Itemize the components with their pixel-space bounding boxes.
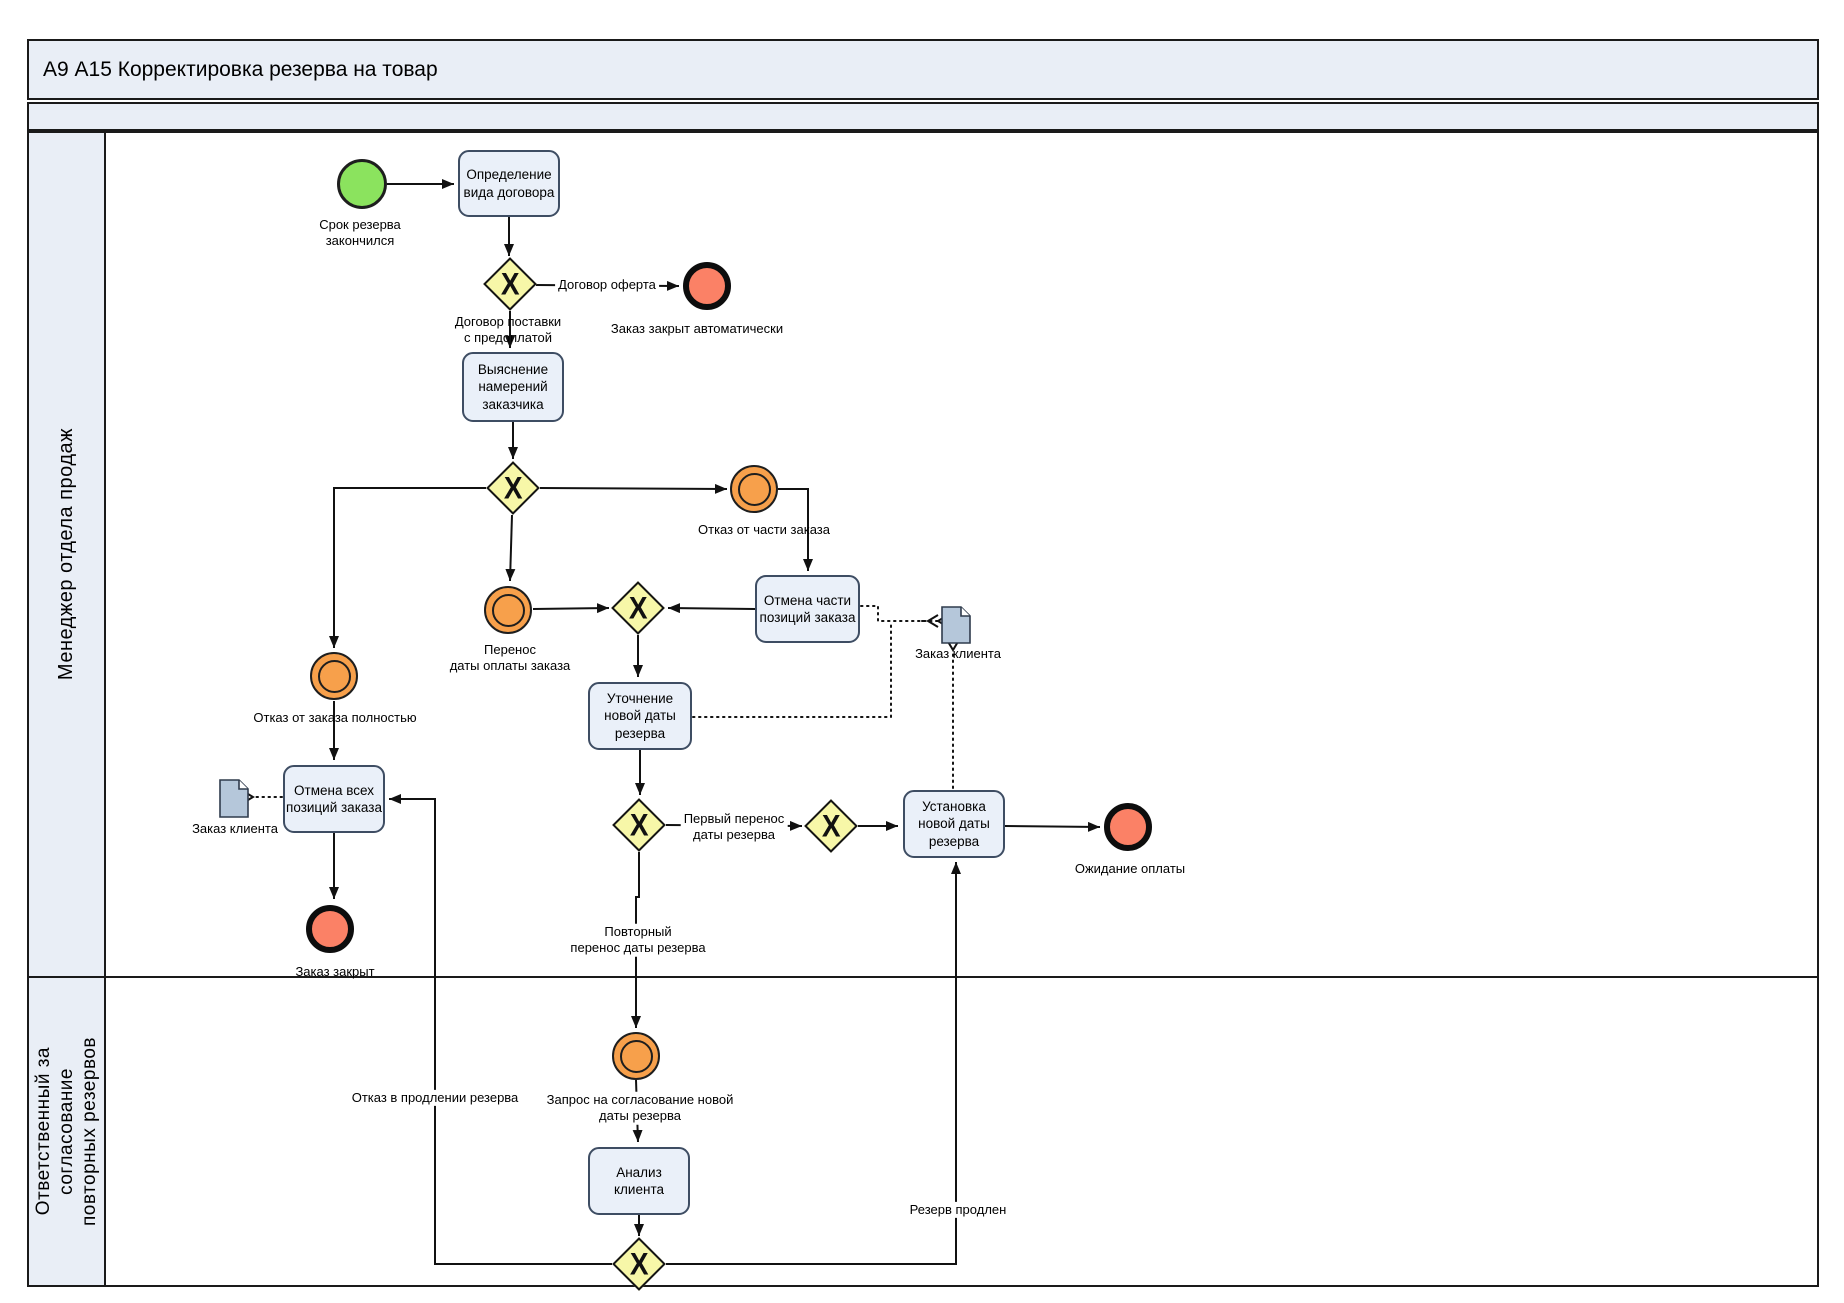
label-doc-left: Заказ клиента bbox=[192, 820, 278, 836]
gateway-x-symbol: X bbox=[628, 590, 648, 625]
label-part-refuse: Отказ от части заказа bbox=[698, 521, 830, 537]
pool-subheader-band bbox=[27, 102, 1819, 131]
lane-reserve-approver: Ответственный за согласование повторных … bbox=[27, 976, 1819, 1287]
label-order-closed: Заказ закрыт bbox=[295, 963, 375, 979]
gateway-x-symbol: X bbox=[821, 808, 841, 843]
lane-reserve-approver-label: Ответственный за согласование повторных … bbox=[29, 978, 106, 1285]
gateway-x-symbol: X bbox=[629, 1246, 649, 1281]
document-client-order-left[interactable] bbox=[219, 779, 249, 823]
flow-part-refuse-to-cancel-part bbox=[778, 488, 813, 571]
start-event-reserve-expired[interactable] bbox=[337, 159, 387, 209]
task-cancel-part-positions[interactable]: Отмена части позиций заказа bbox=[755, 575, 860, 643]
flow-gw6-prolonged-to-set-date bbox=[666, 862, 961, 1265]
task-clarify-new-date[interactable]: Уточнение новой даты резерва bbox=[588, 682, 692, 750]
assoc-cancel-part-to-doc bbox=[860, 605, 949, 628]
intermediate-event-part-refuse[interactable] bbox=[730, 465, 778, 513]
label-repeat-move: Повторный перенос даты резерва bbox=[567, 923, 709, 957]
document-client-order-right[interactable] bbox=[941, 606, 971, 649]
event-ring bbox=[491, 593, 525, 627]
end-event-wait-payment[interactable] bbox=[1104, 803, 1152, 851]
event-ring bbox=[317, 659, 351, 693]
lane-sales-manager-label: Менеджер отдела продаж bbox=[29, 133, 106, 976]
document-icon bbox=[941, 606, 971, 644]
document-icon bbox=[219, 779, 249, 818]
label-postpone-payment: Перенос даты оплаты заказа bbox=[449, 641, 571, 673]
label-doc-right: Заказ клиента bbox=[915, 645, 1001, 661]
flow-cancel-part-to-gw3 bbox=[667, 603, 756, 614]
flow-gw4-to-request bbox=[631, 852, 641, 1028]
task-set-new-date[interactable]: Установка новой даты резерва bbox=[903, 790, 1005, 858]
label-refuse-prolong: Отказ в продлении резерва bbox=[348, 1089, 522, 1107]
flow-postpone-to-gw3 bbox=[532, 603, 610, 614]
flow-set-date-to-wait bbox=[1004, 821, 1101, 832]
label-end-auto: Заказ закрыт автоматически bbox=[610, 320, 784, 336]
label-reserve-prolonged: Резерв продлен bbox=[906, 1201, 1010, 1219]
intermediate-event-approval-request[interactable] bbox=[612, 1032, 660, 1080]
intermediate-event-postpone-payment[interactable] bbox=[484, 586, 532, 634]
gateway-x-symbol: X bbox=[503, 470, 523, 505]
flow-gw2-to-part-refuse bbox=[539, 483, 728, 494]
gateway-x-symbol: X bbox=[629, 807, 649, 842]
end-event-order-closed[interactable] bbox=[306, 905, 354, 953]
event-ring bbox=[619, 1039, 653, 1073]
label-wait-payment: Ожидание оплаты bbox=[1074, 860, 1186, 876]
task-define-contract-type[interactable]: Определение вида договора bbox=[458, 150, 560, 217]
event-ring bbox=[737, 472, 771, 506]
task-cancel-all-positions[interactable]: Отмена всех позиций заказа bbox=[283, 765, 385, 833]
label-offer-contract: Договор оферта bbox=[555, 276, 659, 294]
pool-title-bar: А9 А15 Корректировка резерва на товар bbox=[27, 39, 1819, 100]
flow-gw6-refuse-to-cancel-all bbox=[389, 794, 612, 1265]
intermediate-event-full-refuse[interactable] bbox=[310, 652, 358, 700]
gateway-x-symbol: X bbox=[500, 266, 520, 301]
assoc-clarify-date-to-doc bbox=[692, 623, 892, 718]
flow-gw2-to-full-refuse bbox=[329, 487, 486, 648]
label-approval-request: Запрос на согласование новой даты резерв… bbox=[543, 1091, 737, 1125]
pool-title: А9 А15 Корректировка резерва на товар bbox=[43, 57, 438, 81]
task-clarify-intentions[interactable]: Выяснение намерений заказчика bbox=[462, 352, 564, 422]
label-supply-contract: Договор поставки с предоплатой bbox=[454, 313, 562, 345]
label-first-move: Первый перенос даты резерва bbox=[680, 810, 788, 844]
task-client-analysis[interactable]: Анализ клиента bbox=[588, 1147, 690, 1215]
label-full-refuse: Отказ от заказа полностью bbox=[253, 709, 417, 725]
label-start-event: Срок резерва закончился bbox=[319, 216, 401, 248]
flow-gw2-to-postpone bbox=[505, 514, 516, 582]
end-event-closed-auto[interactable] bbox=[683, 262, 731, 310]
